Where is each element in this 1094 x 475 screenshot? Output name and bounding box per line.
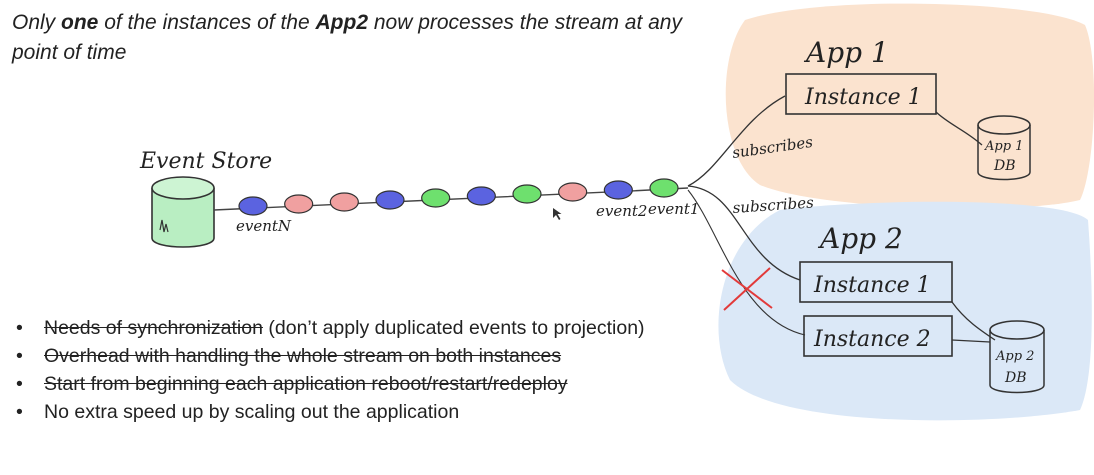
bullet-strike-text: Overhead with handling the whole stream …	[44, 345, 562, 367]
title-bold-one: one	[61, 11, 99, 34]
app2-db-icon	[989, 320, 1045, 394]
bullet-item: Needs of synchronization (don’t apply du…	[12, 314, 712, 342]
bullet-item: Overhead with handling the whole stream …	[12, 342, 712, 370]
app2-instance1-subscription-line	[687, 185, 801, 281]
app2-db-name: App 2	[995, 349, 1034, 364]
title-prefix: Only	[12, 11, 62, 34]
bullet-text: No extra speed up by scaling out the app…	[44, 401, 460, 423]
event-bubble	[466, 186, 496, 206]
app2-instance2-box	[803, 315, 953, 357]
event-bubble	[421, 188, 451, 208]
title-middle: of the instances of the	[98, 11, 316, 34]
bullet-strike-text: Start from beginning each application re…	[44, 373, 568, 395]
bullet-item: No extra speed up by scaling out the app…	[12, 398, 712, 426]
app2-region	[718, 201, 1092, 421]
event-bubble	[512, 184, 542, 204]
app1-db-label: DB	[993, 158, 1016, 174]
app1-subscription-line	[687, 95, 786, 187]
event-store-db-icon	[151, 176, 215, 248]
app2-instance2-label: Instance 2	[813, 327, 931, 352]
app1-region	[725, 3, 1094, 209]
event-2-label: event2	[596, 202, 647, 220]
app1-instance1-box	[785, 73, 937, 115]
bullet-list: Needs of synchronization (don’t apply du…	[12, 314, 712, 426]
mouse-cursor-icon	[553, 208, 562, 220]
event-stream	[238, 178, 679, 216]
slide-title: Only one of the instances of the App2 no…	[12, 8, 732, 68]
event-bubble	[238, 196, 268, 216]
event-bubble	[284, 194, 314, 214]
bullet-item: Start from beginning each application re…	[12, 370, 712, 398]
event-store-label: Event Store	[139, 149, 272, 174]
app1-db-icon	[977, 115, 1031, 181]
event-bubble	[558, 182, 588, 202]
app1-db-name: App 1	[984, 139, 1023, 154]
event-bubble	[649, 178, 679, 198]
app2-subscribes-label: subscribes	[732, 193, 815, 217]
app2-db-label: DB	[1004, 370, 1027, 386]
bullet-strike-text: Needs of synchronization	[44, 317, 263, 339]
title-bold-app2: App2	[315, 11, 369, 34]
app2-label: App 2	[817, 222, 903, 255]
bullet-text: (don’t apply duplicated events to projec…	[262, 317, 645, 339]
app1-instance1-label: Instance 1	[804, 85, 922, 110]
event-bubble	[329, 192, 359, 212]
event-1-label: event1	[648, 200, 699, 218]
app2-instance2-subscription-line	[687, 189, 806, 336]
event-n-label: eventN	[236, 217, 292, 235]
title-suffix: now processes the stream at any point of…	[12, 11, 682, 64]
blocked-cross-icon	[721, 267, 773, 311]
app2-instance1-box	[799, 261, 953, 303]
app2-instance1-label: Instance 1	[813, 273, 931, 298]
app1-label: App 1	[803, 36, 889, 69]
app2-instance2-db-link	[951, 339, 991, 343]
app2-instance1-db-link	[951, 301, 996, 341]
event-bubble	[603, 180, 633, 200]
event-bubble	[375, 190, 405, 210]
